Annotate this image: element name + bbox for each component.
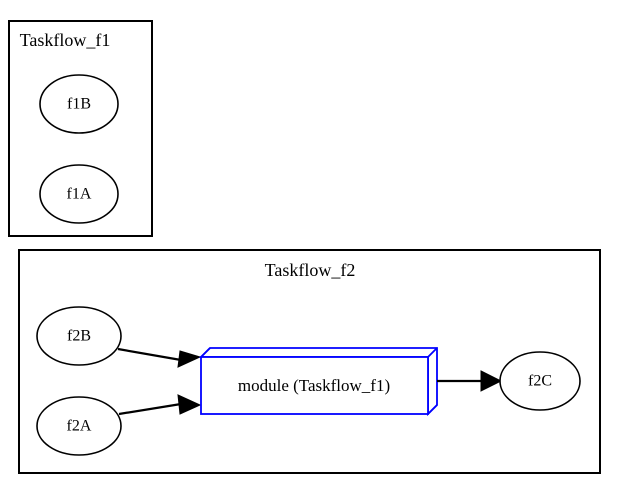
edge-module-to-f2C[interactable] bbox=[437, 370, 503, 392]
cluster-taskflow-f2[interactable]: Taskflow_f2 f2B f2A bbox=[18, 249, 601, 474]
node-f2C-shape bbox=[499, 351, 581, 411]
edge-module-to-f2C-arrowhead bbox=[480, 370, 503, 392]
edge-f2B-to-module-arrowhead bbox=[177, 350, 202, 368]
node-f2A-shape bbox=[36, 396, 122, 456]
node-f1B-label: f1B bbox=[67, 96, 91, 113]
edge-f2A-to-module[interactable] bbox=[118, 394, 202, 416]
node-f1B[interactable]: f1B bbox=[39, 74, 119, 134]
module-box-front-face bbox=[200, 356, 429, 415]
node-f2A[interactable]: f2A bbox=[36, 396, 122, 456]
cluster-f1-label: Taskflow_f1 bbox=[20, 30, 111, 50]
module-box-label: module (Taskflow_f1) bbox=[238, 376, 390, 395]
node-f2C[interactable]: f2C bbox=[499, 351, 581, 411]
node-f1A-shape bbox=[39, 164, 119, 224]
edge-f2B-to-module[interactable] bbox=[117, 347, 202, 368]
cluster-taskflow-f1[interactable]: Taskflow_f1 f1B f1A bbox=[8, 20, 153, 237]
edge-f2A-to-module-line bbox=[118, 402, 182, 416]
node-f2A-label: f2A bbox=[67, 418, 92, 435]
node-module-taskflow-f1[interactable]: module (Taskflow_f1) bbox=[198, 347, 438, 417]
node-f1A[interactable]: f1A bbox=[39, 164, 119, 224]
node-f2B[interactable]: f2B bbox=[36, 306, 122, 366]
edge-f2A-to-module-arrowhead bbox=[177, 394, 202, 415]
edge-f2B-to-module-line bbox=[117, 347, 182, 362]
node-f2B-label: f2B bbox=[67, 328, 91, 345]
node-f1A-label: f1A bbox=[67, 186, 92, 203]
cluster-f2-label: Taskflow_f2 bbox=[265, 260, 356, 280]
node-f2C-label: f2C bbox=[528, 373, 552, 390]
module-box-depth-edges bbox=[200, 347, 438, 415]
node-f1B-shape bbox=[39, 74, 119, 134]
node-f2B-shape bbox=[36, 306, 122, 366]
